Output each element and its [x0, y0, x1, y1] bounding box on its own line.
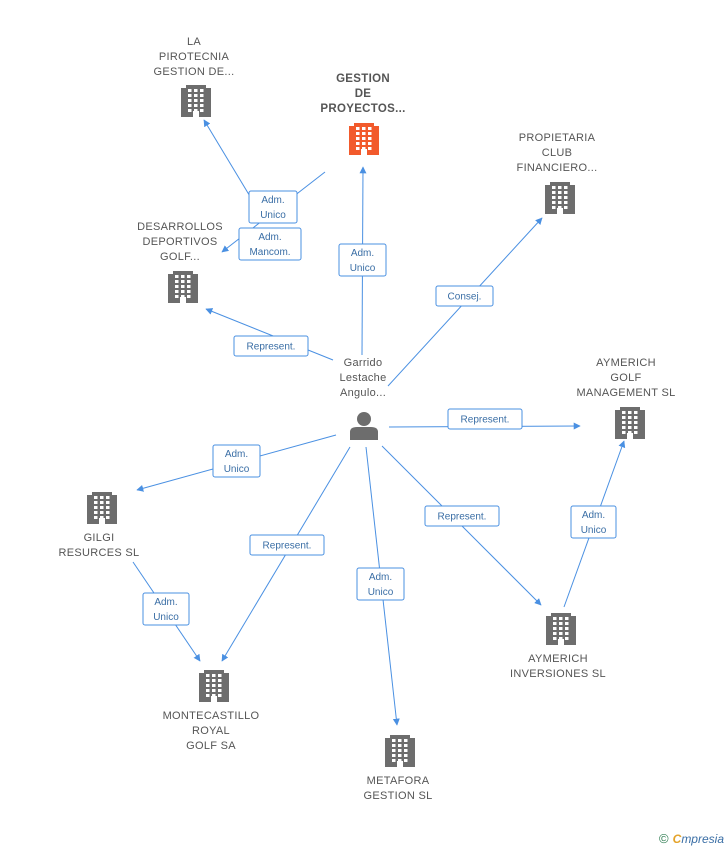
- edge-label[interactable]: Adm. Unico: [142, 592, 190, 626]
- node-label: GOLF: [610, 372, 641, 384]
- edge-label-text: Unico: [260, 210, 286, 221]
- node-label: Lestache: [339, 372, 386, 384]
- edge-label[interactable]: Adm. Mancom.: [238, 227, 302, 261]
- node-label: GOLF...: [160, 251, 200, 263]
- node-label: LA: [187, 36, 201, 48]
- building-icon: [181, 85, 211, 117]
- node-label: GESTION DE...: [154, 66, 235, 78]
- edge-label-box: [249, 534, 325, 556]
- node-label: MONTECASTILLO: [163, 710, 260, 722]
- node-label: Garrido: [344, 357, 383, 369]
- edge-label-text: Unico: [368, 587, 394, 598]
- edge-label-box: [338, 243, 387, 277]
- building-icon: [615, 407, 645, 439]
- edge-label[interactable]: Represent.: [249, 534, 325, 556]
- edge-label[interactable]: Represent.: [233, 335, 309, 357]
- edge-label-text: Unico: [581, 525, 607, 536]
- node-label: DE: [355, 88, 372, 100]
- node-label: CLUB: [542, 147, 573, 159]
- edge-label[interactable]: Adm. Unico: [356, 567, 405, 601]
- node-label: AYMERICH: [528, 653, 588, 665]
- edge-label-text: Represent.: [247, 342, 296, 353]
- node-label: FINANCIERO...: [517, 162, 598, 174]
- edge-label-text: Represent.: [461, 415, 510, 426]
- edge-label-box: [233, 335, 309, 357]
- node-label: AYMERICH: [596, 357, 656, 369]
- node-label: RESURCES SL: [59, 547, 140, 559]
- edge-label[interactable]: Adm. Unico: [338, 243, 387, 277]
- edge-label[interactable]: Adm. Unico: [212, 444, 261, 478]
- node-aymerich-golf[interactable]: AYMERICH GOLF MANAGEMENT SL: [576, 357, 675, 439]
- node-montecastillo[interactable]: MONTECASTILLO ROYAL GOLF SA: [163, 670, 260, 752]
- edge-label-box: [248, 190, 298, 224]
- node-label: GESTION: [336, 73, 390, 85]
- edge-label-text: Adm.: [261, 195, 284, 206]
- building-icon: [385, 735, 415, 767]
- edge-label-text: Adm.: [351, 248, 374, 259]
- edge-label-text: Adm.: [369, 572, 392, 583]
- node-metafora[interactable]: METAFORA GESTION SL: [363, 735, 432, 802]
- building-icon: [546, 613, 576, 645]
- node-gestion[interactable]: GESTION DE PROYECTOS...: [320, 73, 405, 155]
- edge-label-text: Adm.: [258, 232, 281, 243]
- edge-label[interactable]: Adm. Unico: [570, 505, 617, 539]
- edge-label-text: Unico: [224, 464, 250, 475]
- edge-label-text: Adm.: [154, 597, 177, 608]
- edge-labels-layer: Adm.UnicoAdm.Mancom.Adm.UnicoRepresent.C…: [142, 190, 617, 626]
- node-label: PIROTECNIA: [159, 51, 230, 63]
- edge-label[interactable]: Represent.: [424, 505, 500, 527]
- node-label: PROPIETARIA: [519, 132, 596, 144]
- node-label: GILGI: [84, 532, 115, 544]
- node-label: DESARROLLOS: [137, 221, 223, 233]
- building-icon: [87, 492, 117, 524]
- node-desarrollos[interactable]: DESARROLLOS DEPORTIVOS GOLF...: [137, 221, 223, 303]
- edge-label-text: Represent.: [438, 512, 487, 523]
- node-label: MANAGEMENT SL: [576, 387, 675, 399]
- node-label: GOLF SA: [186, 740, 236, 752]
- node-label: ROYAL: [192, 725, 230, 737]
- node-label: DEPORTIVOS: [143, 236, 218, 248]
- node-label: GESTION SL: [363, 790, 432, 802]
- footer-brand: ©Cmpresia: [659, 831, 724, 846]
- node-propietaria[interactable]: PROPIETARIA CLUB FINANCIERO...: [517, 132, 598, 214]
- edge-label-text: Adm.: [582, 510, 605, 521]
- edge-label-text: Mancom.: [249, 247, 290, 258]
- building-icon: [168, 271, 198, 303]
- edge-label-text: Adm.: [225, 449, 248, 460]
- edge-center-to-pirotecnia: [203, 119, 252, 199]
- brand-logo[interactable]: Cmpresia: [672, 832, 724, 846]
- edge-label-box: [424, 505, 500, 527]
- copyright-icon: ©: [659, 831, 669, 846]
- edge-label-text: Consej.: [448, 292, 482, 303]
- node-label: PROYECTOS...: [320, 103, 405, 115]
- node-gilgi[interactable]: GILGI RESURCES SL: [59, 492, 140, 559]
- building-icon: [349, 123, 379, 155]
- node-label: Angulo...: [340, 387, 386, 399]
- edge-label-text: Unico: [153, 612, 179, 623]
- edge-label[interactable]: Represent.: [447, 408, 523, 430]
- edge-center-to-desarrollos: [205, 308, 334, 361]
- edge-label-box: [447, 408, 523, 430]
- building-icon: [545, 182, 575, 214]
- building-icon: [199, 670, 229, 702]
- edge-label-box: [142, 592, 190, 626]
- edge-label[interactable]: Adm. Unico: [248, 190, 298, 224]
- edge-label-box: [435, 285, 494, 307]
- node-label: METAFORA: [367, 775, 430, 787]
- person-icon: [350, 412, 378, 440]
- edge-label-text: Represent.: [263, 541, 312, 552]
- edge-label[interactable]: Consej.: [435, 285, 494, 307]
- edge-label-box: [238, 227, 302, 261]
- edge-label-box: [356, 567, 405, 601]
- edge-label-box: [570, 505, 617, 539]
- node-aymerich-inv[interactable]: AYMERICH INVERSIONES SL: [510, 613, 606, 680]
- node-label: INVERSIONES SL: [510, 668, 606, 680]
- node-center[interactable]: GarridoLestacheAngulo...: [339, 357, 386, 440]
- edge-label-box: [212, 444, 261, 478]
- edge-label-text: Unico: [350, 263, 376, 274]
- node-pirotecnia[interactable]: LA PIROTECNIA GESTION DE...: [154, 36, 235, 117]
